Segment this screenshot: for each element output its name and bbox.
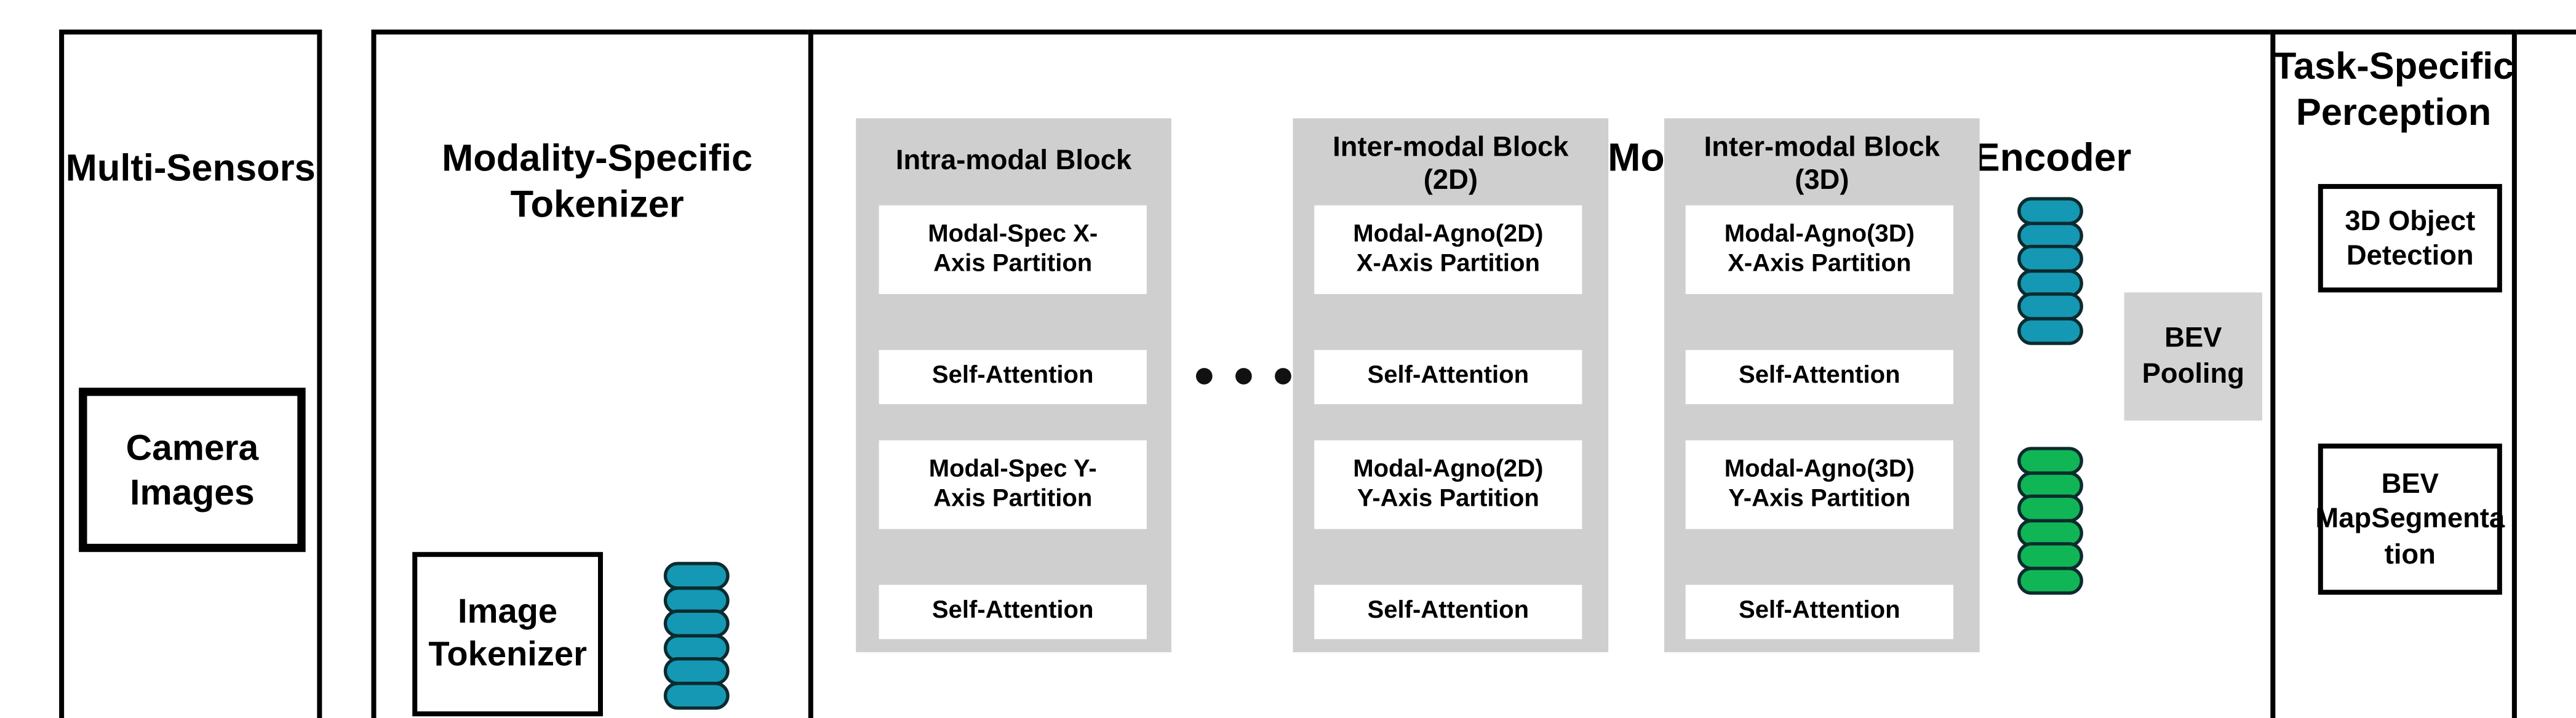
inter2d-step-modal-agno-2d-x-axis-partition[interactable]: Modal-Agno(2D) X-Axis Partition	[1314, 205, 1582, 294]
perception-box-3d-object-detection[interactable]: 3D Object Detection	[2318, 184, 2502, 293]
token-stack-encoded-lidar-tokens	[2017, 447, 2083, 594]
encoder-horizontal-ellipsis	[1195, 368, 1291, 385]
inter2d-step-self-attention-1[interactable]: Self-Attention	[1314, 349, 1582, 404]
intra-step-modal-spec-y-axis-partition[interactable]: Modal-Spec Y- Axis Partition	[879, 440, 1147, 529]
intra-step-self-attention-1[interactable]: Self-Attention	[879, 349, 1147, 404]
intra-step-self-attention-2[interactable]: Self-Attention	[879, 584, 1147, 639]
encoder-block-inter-modal-3d-title: Inter-modal Block (3D)	[1704, 131, 1940, 196]
inter3d-step-self-attention-2[interactable]: Self-Attention	[1685, 584, 1953, 639]
sensor-box-camera-images[interactable]: Camera Images	[79, 388, 306, 552]
panel-tokenizer-title: Modality-Specific Tokenizer	[442, 136, 753, 225]
panel-multi-sensors	[59, 30, 322, 718]
inter2d-step-self-attention-2[interactable]: Self-Attention	[1314, 584, 1582, 639]
bev-pooling-box[interactable]: BEV Pooling	[2124, 292, 2262, 421]
inter3d-step-modal-agno-3d-x-axis-partition[interactable]: Modal-Agno(3D) X-Axis Partition	[1685, 205, 1953, 294]
intra-step-modal-spec-x-axis-partition[interactable]: Modal-Spec X- Axis Partition	[879, 205, 1147, 294]
encoder-block-intra-modal-title: Intra-modal Block	[895, 144, 1132, 176]
panel-multi-sensors-title: Multi-Sensors	[65, 146, 316, 189]
panel-task-specific-perception	[2270, 30, 2517, 718]
token-stack-image-tokens	[663, 562, 730, 709]
inter3d-step-modal-agno-3d-y-axis-partition[interactable]: Modal-Agno(3D) Y-Axis Partition	[1685, 440, 1953, 529]
perception-box-bev-map-segmentation[interactable]: BEV MapSegmenta tion	[2315, 443, 2505, 595]
tokenizer-box-image[interactable]: Image Tokenizer	[412, 552, 603, 717]
inter3d-step-self-attention-1[interactable]: Self-Attention	[1685, 349, 1953, 404]
encoder-block-inter-modal-2d-title: Inter-modal Block (2D)	[1333, 131, 1569, 196]
inter2d-step-modal-agno-2d-y-axis-partition[interactable]: Modal-Agno(2D) Y-Axis Partition	[1314, 440, 1582, 529]
panel-perception-title: Task-Specific Perception	[2273, 44, 2514, 134]
token-stack-encoded-image-tokens	[2017, 197, 2083, 345]
